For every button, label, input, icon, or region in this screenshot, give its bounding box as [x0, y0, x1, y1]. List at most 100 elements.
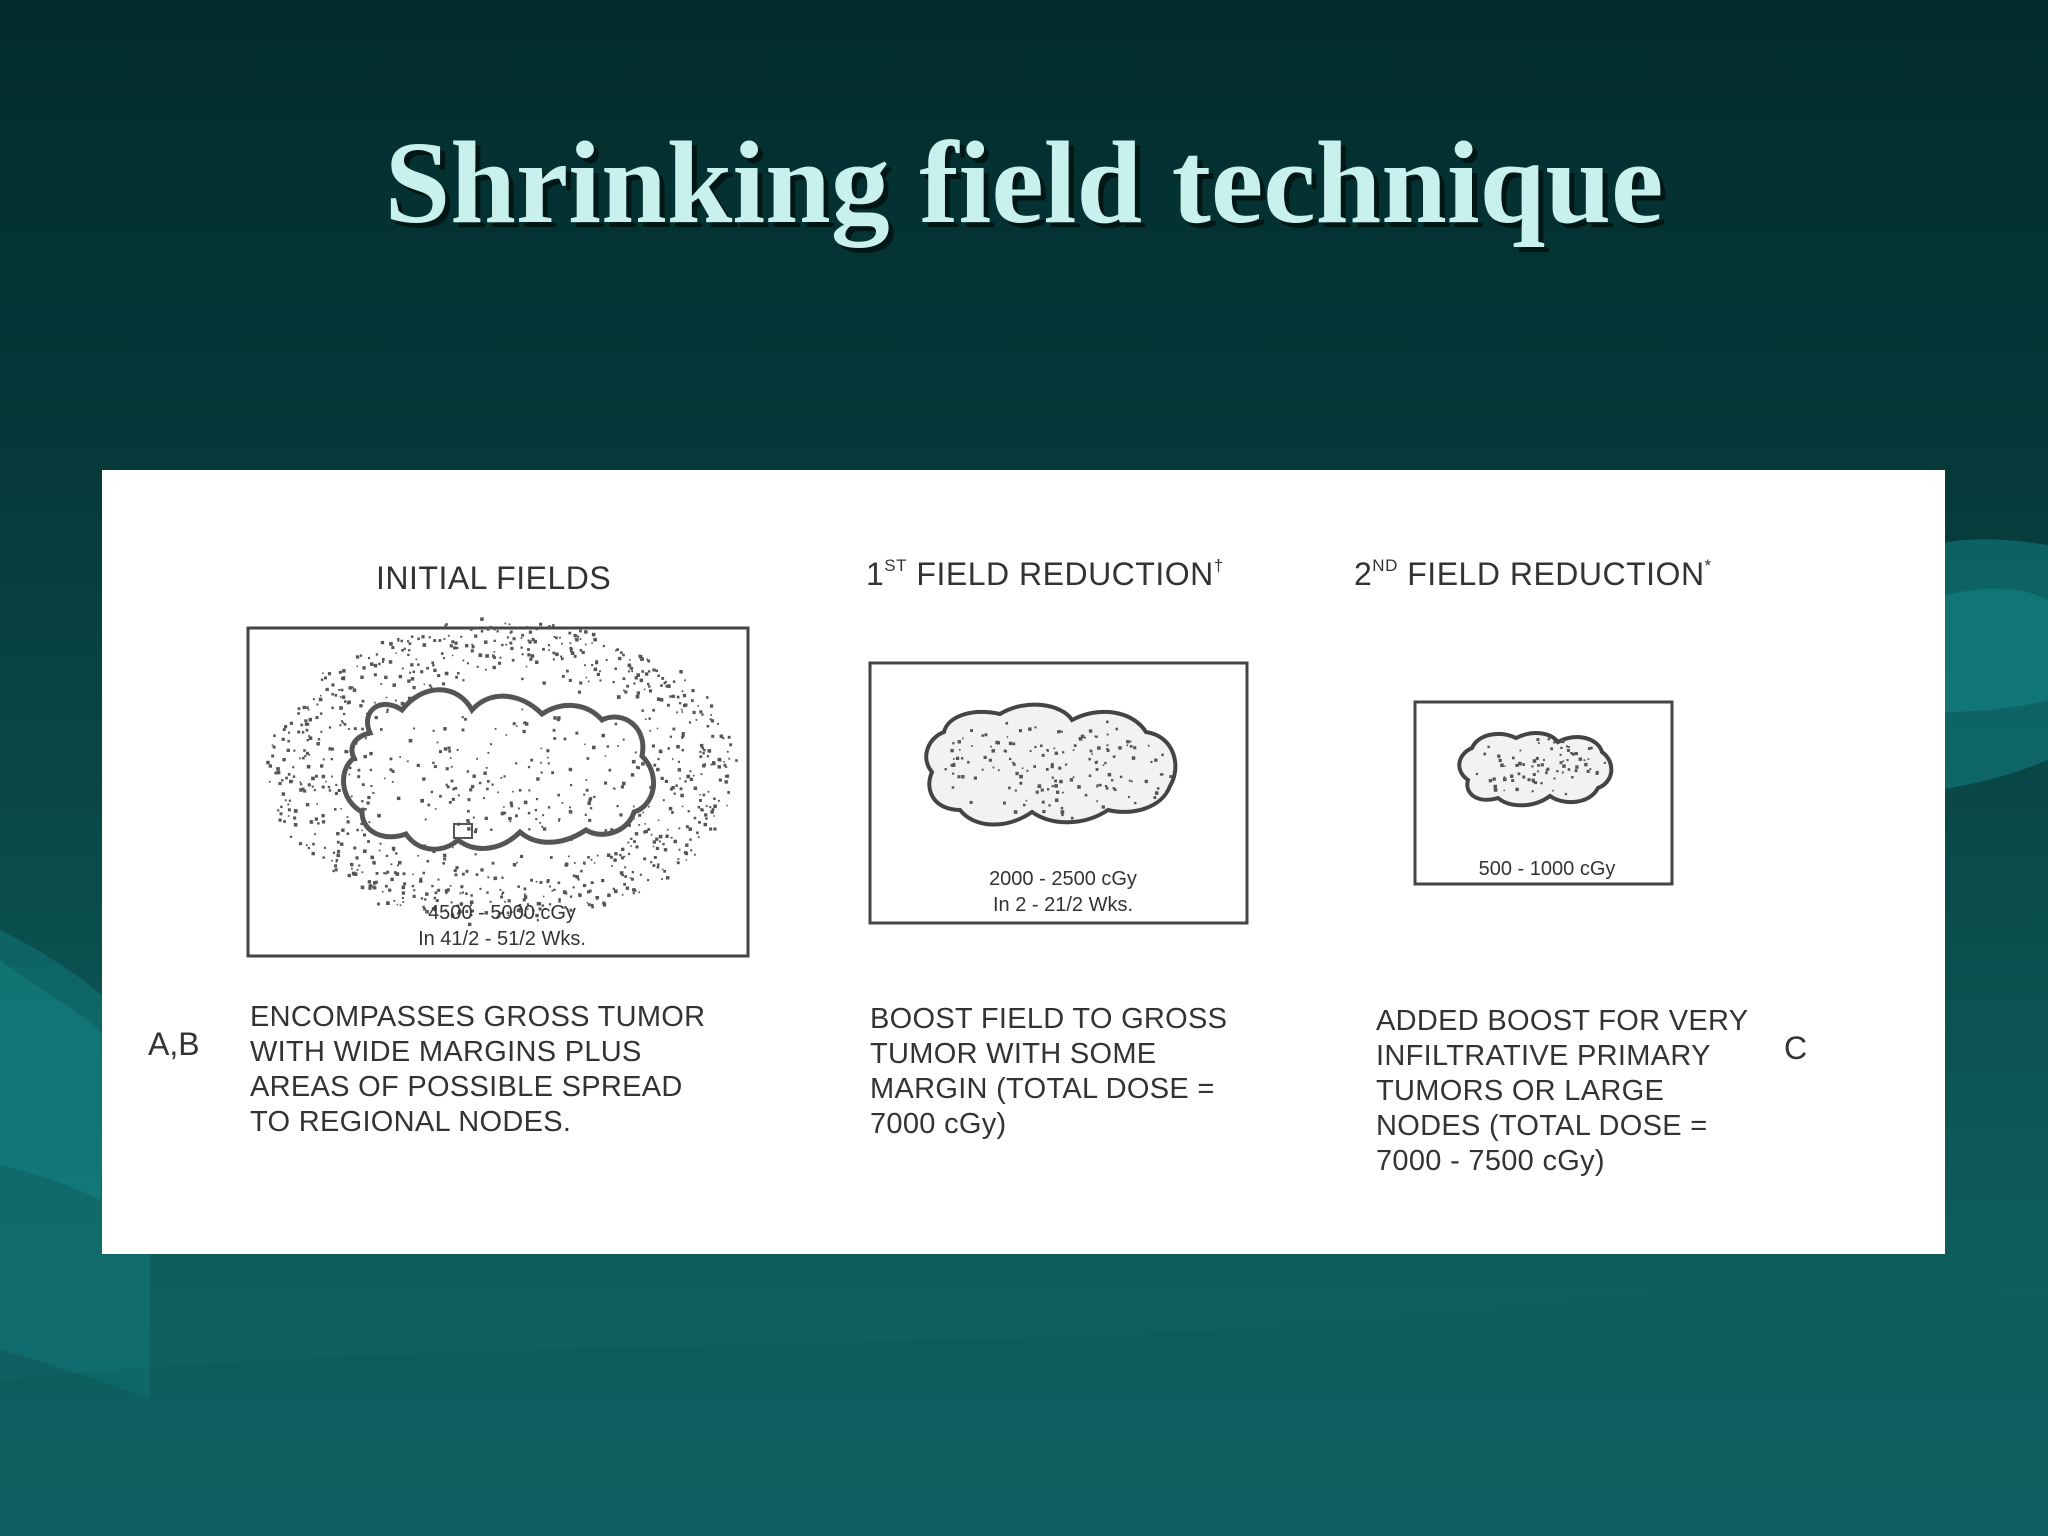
stipple-dot: [1061, 813, 1064, 817]
stipple-dot: [504, 622, 507, 625]
stipple-dot: [1045, 768, 1049, 771]
panel-2-description: BOOST FIELD TO GROSS TUMOR WITH SOME MAR…: [870, 1003, 1228, 1140]
stipple-dot: [372, 860, 376, 865]
stipple-dot: [431, 884, 434, 888]
stipple-dot: [624, 690, 628, 694]
stipple-dot: [449, 644, 453, 648]
stipple-dot: [699, 750, 702, 753]
stipple-dot: [437, 888, 441, 892]
stipple-dot: [613, 889, 618, 894]
stipple-dot: [565, 862, 569, 866]
stipple-dot: [468, 922, 472, 927]
stipple-dot: [454, 873, 458, 877]
stipple-dot: [1059, 779, 1063, 784]
stipple-dot: [647, 659, 651, 663]
stipple-dot: [412, 686, 416, 690]
stipple-dot: [621, 847, 625, 851]
stipple-dot: [1131, 780, 1133, 783]
stipple-dot: [709, 704, 714, 708]
stipple-dot: [557, 716, 561, 720]
stipple-dot: [334, 864, 338, 868]
stipple-dot: [651, 744, 655, 748]
stipple-dot: [434, 808, 437, 810]
stipple-dot: [500, 911, 503, 915]
stipple-dot: [1128, 779, 1131, 782]
stipple-dot: [360, 822, 363, 826]
stipple-dot: [323, 846, 326, 849]
stipple-dot: [510, 646, 514, 651]
stipple-dot: [1053, 747, 1056, 750]
stipple-dot: [640, 657, 644, 661]
stipple-dot: [403, 882, 407, 886]
stipple-dot: [340, 842, 344, 846]
stipple-dot: [608, 768, 612, 772]
stipple-dot: [509, 820, 512, 823]
stipple-dot: [593, 795, 596, 798]
stipple-dot: [374, 716, 378, 720]
stipple-dot: [581, 650, 585, 655]
stipple-dot: [470, 628, 473, 631]
stipple-dot: [526, 626, 529, 628]
stipple-dot: [350, 862, 354, 867]
stipple-dot: [632, 888, 636, 892]
stipple-dot: [380, 683, 383, 685]
slide-title: Shrinking field technique: [384, 117, 1664, 248]
stipple-dot: [465, 910, 469, 913]
stipple-dot: [1008, 786, 1011, 790]
stipple-dot: [561, 674, 565, 678]
stipple-dot: [271, 744, 274, 747]
stipple-dot: [346, 832, 350, 835]
stipple-dot: [533, 639, 537, 644]
stipple-dot: [457, 672, 460, 675]
stipple-dot: [383, 872, 386, 875]
stipple-dot: [672, 727, 676, 731]
stipple-dot: [653, 763, 657, 767]
stipple-dot: [361, 807, 365, 811]
stipple-dot: [1587, 747, 1591, 750]
stipple-dot: [727, 735, 731, 739]
stipple-dot: [308, 736, 313, 740]
stipple-dot: [339, 724, 342, 727]
stipple-dot: [1009, 757, 1012, 761]
stipple-dot: [712, 761, 716, 765]
stipple-dot: [527, 811, 531, 815]
stipple-dot: [1058, 766, 1062, 770]
stipple-dot: [633, 840, 636, 843]
stipple-dot: [485, 766, 488, 769]
stipple-dot: [996, 741, 1000, 745]
stipple-dot: [453, 646, 457, 650]
stipple-dot: [355, 655, 360, 659]
stipple-dot: [501, 876, 504, 879]
panel-1-dose: 4500 - 5000 cGy In 41/2 - 51/2 Wks.: [418, 902, 586, 950]
stipple-dot: [288, 799, 291, 802]
stipple-dot: [496, 915, 499, 918]
stipple-dot: [969, 800, 973, 804]
stipple-dot: [451, 640, 455, 644]
stipple-dot: [971, 745, 973, 747]
stipple-dot: [648, 805, 650, 808]
stipple-dot: [530, 878, 533, 882]
stipple-dot: [1094, 761, 1098, 764]
stipple-dot: [681, 690, 684, 693]
stipple-dot: [501, 643, 504, 647]
stipple-dot: [378, 662, 381, 666]
stipple-dot: [293, 749, 296, 752]
stipple-dot: [493, 656, 496, 659]
stipple-dot: [630, 845, 632, 847]
stipple-dot: [293, 809, 298, 813]
stipple-dot: [587, 680, 590, 683]
stipple-dot: [453, 869, 457, 873]
stipple-dot: [1089, 749, 1093, 753]
stipple-dot: [516, 908, 521, 912]
stipple-dot: [317, 738, 321, 741]
stipple-dot: [616, 695, 621, 699]
stipple-dot: [546, 879, 550, 882]
stipple-dot: [615, 649, 617, 652]
stipple-dot: [646, 658, 649, 661]
stipple-dot: [443, 747, 448, 751]
stipple-dot: [377, 813, 381, 818]
stipple-dot: [681, 736, 684, 739]
stipple-dot: [273, 734, 276, 737]
stipple-dot: [413, 889, 416, 892]
stipple-dot: [385, 854, 389, 858]
